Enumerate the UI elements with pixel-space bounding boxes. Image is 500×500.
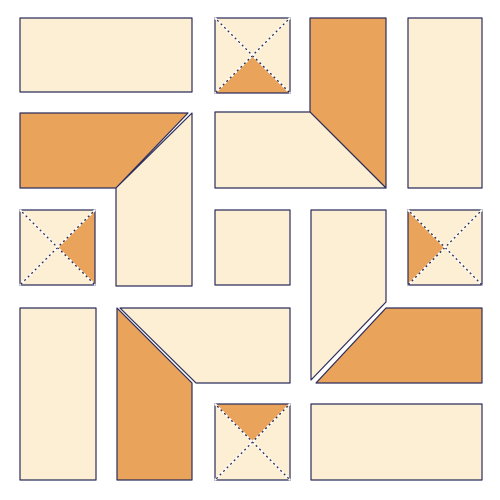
tile-11-L-tile[interactable] xyxy=(310,209,483,384)
tile-13-rect[interactable] xyxy=(310,403,483,481)
tile-8-x-square[interactable] xyxy=(407,209,483,286)
tile-2-L-tile[interactable] xyxy=(214,17,387,189)
tile-9-rect[interactable] xyxy=(19,307,97,481)
tile-1-x-square[interactable] xyxy=(214,17,291,94)
tile-0-rect[interactable] xyxy=(19,17,193,93)
tile-6-x-square[interactable] xyxy=(19,209,96,286)
tile-3-rect[interactable] xyxy=(407,17,483,189)
tile-7-rect[interactable] xyxy=(214,209,291,286)
tile-12-x-square[interactable] xyxy=(214,403,291,481)
tile-5-L-tile[interactable] xyxy=(115,112,193,287)
tile-10-L-tile[interactable] xyxy=(116,307,291,481)
